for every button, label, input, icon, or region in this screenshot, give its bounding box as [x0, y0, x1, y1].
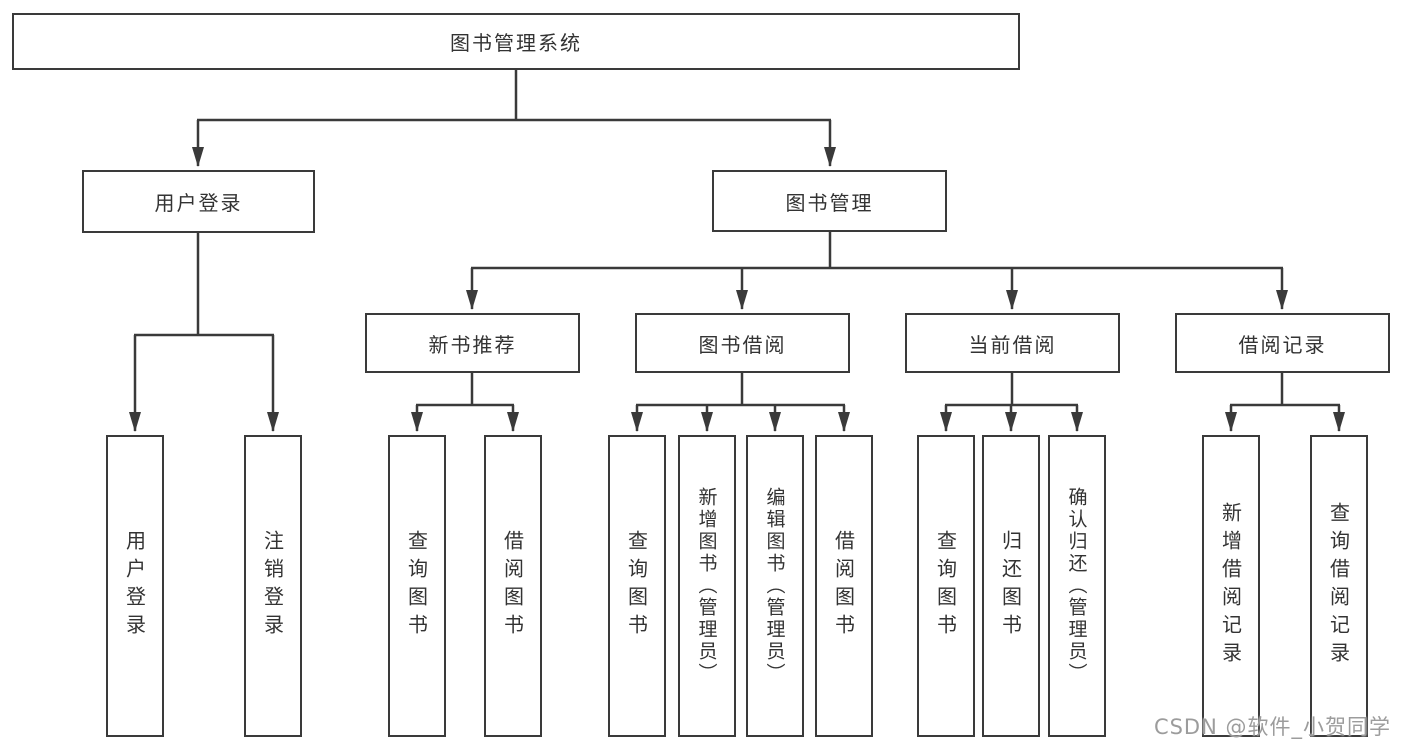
node-book-borrowing: 图书借阅 [635, 313, 850, 373]
leaf-newbook-borrow-books: 借阅图书 [484, 435, 542, 737]
node-current-borrowing: 当前借阅 [905, 313, 1120, 373]
node-library-system: 图书管理系统 [12, 13, 1020, 70]
node-borrowing-records: 借阅记录 [1175, 313, 1390, 373]
leaf-current-return-books: 归还图书 [982, 435, 1040, 737]
leaf-borrowing-add-books-admin: 新增图书（管理员） [678, 435, 736, 737]
node-new-book-recommend: 新书推荐 [365, 313, 580, 373]
leaf-borrowing-query-books: 查询图书 [608, 435, 666, 737]
leaf-records-add-record: 新增借阅记录 [1202, 435, 1260, 737]
leaf-user-login: 用户登录 [106, 435, 164, 737]
csdn-watermark: CSDN @软件_小贺同学 [1153, 715, 1391, 739]
node-user-login: 用户登录 [82, 170, 315, 233]
leaf-current-query-books: 查询图书 [917, 435, 975, 737]
node-book-management: 图书管理 [712, 170, 947, 232]
leaf-newbook-query-books: 查询图书 [388, 435, 446, 737]
leaf-borrowing-borrow-books: 借阅图书 [815, 435, 873, 737]
leaf-current-confirm-return-admin: 确认归还（管理员） [1048, 435, 1106, 737]
leaf-borrowing-edit-books-admin: 编辑图书（管理员） [746, 435, 804, 737]
leaf-logout: 注销登录 [244, 435, 302, 737]
leaf-records-query-record: 查询借阅记录 [1310, 435, 1368, 737]
